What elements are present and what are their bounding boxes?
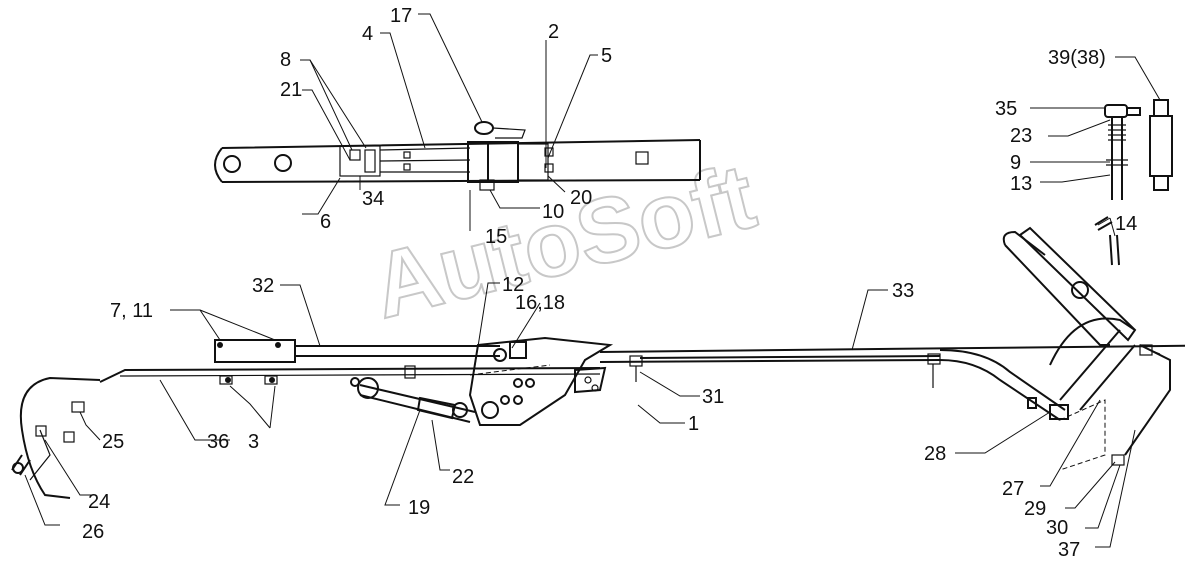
top-detail-view: [214, 121, 701, 191]
tie-rod-detail: [1094, 99, 1173, 266]
callout-6: 6: [320, 211, 331, 233]
callout-31: 31: [702, 386, 724, 408]
callout-24: 24: [88, 491, 110, 513]
callout-9: 9: [1010, 152, 1021, 174]
callout-22: 22: [452, 466, 474, 488]
callout-3: 3: [248, 431, 259, 453]
callout-4: 4: [362, 23, 373, 45]
callout-26: 26: [82, 521, 104, 543]
callout-10: 10: [542, 201, 564, 223]
callout-39-38: 39(38): [1048, 47, 1106, 69]
bolt-hole: [223, 155, 241, 173]
callout-30: 30: [1046, 517, 1068, 539]
callout-1: 1: [688, 413, 699, 435]
callout-labels: 17 4 2 5 8 21 34 6 10 20 15 39(38) 35 23…: [82, 5, 1137, 561]
callout-13: 13: [1010, 173, 1032, 195]
callout-35: 35: [995, 98, 1017, 120]
callout-19: 19: [408, 497, 430, 519]
callout-5: 5: [601, 45, 612, 67]
callout-34: 34: [362, 188, 384, 210]
callout-33: 33: [892, 280, 914, 302]
callout-21: 21: [280, 79, 302, 101]
main-assembly: [11, 226, 1185, 499]
bolt-hole: [274, 154, 292, 172]
leader-lines: [24, 13, 1161, 548]
callout-23: 23: [1010, 125, 1032, 147]
callout-32: 32: [252, 275, 274, 297]
callout-12: 12: [502, 274, 524, 296]
callout-37: 37: [1058, 539, 1080, 561]
callout-20: 20: [570, 187, 592, 209]
lifting-eye: [474, 121, 494, 135]
callout-16-18: 16,18: [515, 292, 565, 314]
callout-29: 29: [1024, 498, 1046, 520]
callout-28: 28: [924, 443, 946, 465]
callout-15: 15: [485, 226, 507, 248]
callout-27: 27: [1002, 478, 1024, 500]
callout-14: 14: [1115, 213, 1137, 235]
callout-7-11: 7, 11: [110, 300, 153, 322]
callout-2: 2: [548, 21, 559, 43]
callout-25: 25: [102, 431, 124, 453]
callout-8: 8: [280, 49, 291, 71]
callout-36: 36: [207, 431, 229, 453]
callout-17: 17: [390, 5, 412, 27]
